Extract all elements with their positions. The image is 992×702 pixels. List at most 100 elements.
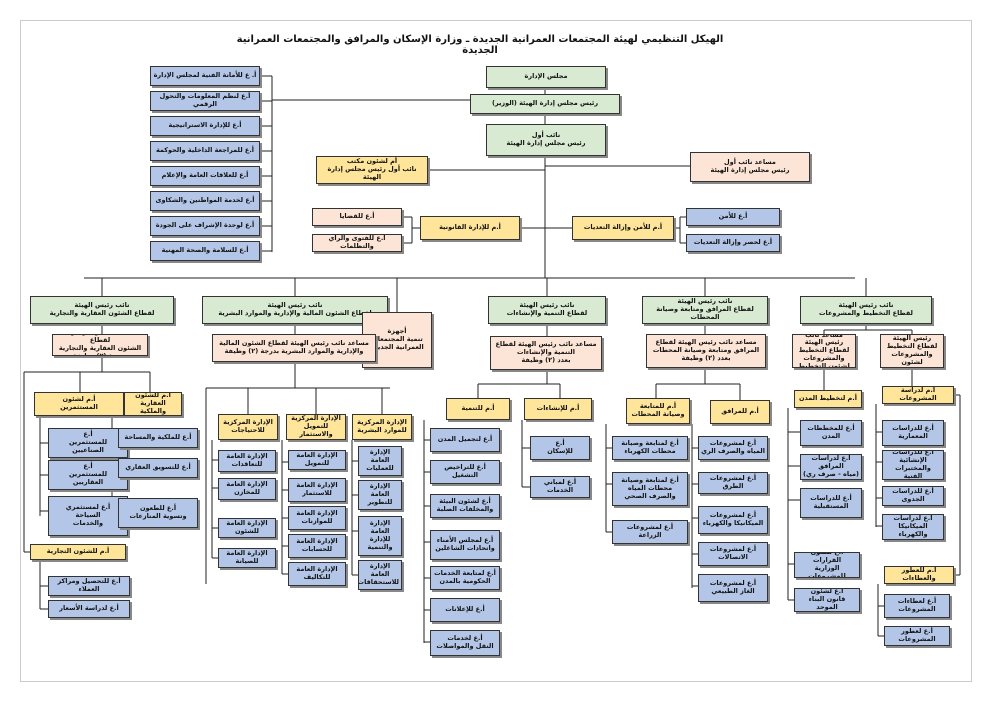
sector1-unit2-item-label: الإدارة العامة للعمليات xyxy=(366,448,394,472)
sector1-unit2-item: الإدارة العامة للعمليات xyxy=(358,446,402,476)
sector4-unit1-item-label: أ.ع لمشروعات الاتصالات xyxy=(709,545,757,561)
sector1-unit1-item-label: الإدارة العامة للتكاليف xyxy=(296,565,338,581)
left-stack-box-label: أ.ع لنظم المعلومات والتحول الرقمي xyxy=(159,92,251,108)
sector1-unit2-item: الإدارة العامة للاستحقاقات xyxy=(358,560,402,590)
sector4-unit1-item: أ.ع لمشروعات الطرق xyxy=(698,472,768,494)
sector5-unit0-item-label: أ.ع للدراسات المستقبلية xyxy=(810,494,852,510)
sector0-unit1-item-label: أ.ع للملكية والمساحة xyxy=(124,433,192,442)
sector0-unit1-item: أ.ع للملكية والمساحة xyxy=(118,428,198,448)
removal-box: أ.ع لحصر وإزالة التعديات xyxy=(686,234,780,252)
sector1-assistant-box-label: مساعد نائب رئيس الهيئة لقطاع الشئون الما… xyxy=(219,339,369,355)
sector5-unit2-item: أ.ع لعطور المشروعات xyxy=(884,626,950,646)
sector5-unit0-item-label: أ.ع لشئون القرارات الوزارية للمشروعات xyxy=(808,552,846,578)
sector0-unit2-box: أ.م للشئون التجارية xyxy=(30,544,126,560)
sector4-unit1-item: أ.ع لمشروعات الغاز الطبيعي xyxy=(698,574,768,602)
sector0-unit0-box-label: أ.م لشئون المستثمرين xyxy=(60,395,98,411)
left-stack-box-label: أ. ع للأمانة الفنية لمجلس الإدارة xyxy=(153,71,257,80)
sector5-unit1-item-label: أ.ع للدراسات الإنشائية والمختبرات الفنية xyxy=(892,450,934,480)
sector0-unit2-box-label: أ.م للشئون التجارية xyxy=(46,547,110,556)
left-stack-box-label: أ.ع لخدمة المواطنين والشكاوى xyxy=(155,196,255,205)
sector0-unit1-box: أ.م للشئون العقارية والملكية xyxy=(124,392,182,416)
sector5-unit1-item: أ.ع للدراسات الإنشائية والمختبرات الفنية xyxy=(882,450,944,480)
sector4-unit0-box-label: أ.م للمتابعة وصيانة المحطات xyxy=(631,402,685,418)
sector4-unit1-item-label: أ.ع لمشروعات الطرق xyxy=(709,474,757,490)
sector5-unit2-box-label: أ.م للعطور والعطاءات xyxy=(901,566,937,582)
sector1-unit1-item: الإدارة العامة للتكاليف xyxy=(288,562,346,586)
sector1-unit1-item-label: الإدارة العامة للتمويل xyxy=(296,451,338,467)
sector3-unit1-item: أ.ع لمباني الخدمات xyxy=(530,476,590,498)
sector3-assistant-box: مساعد نائب رئيس الهيئة لقطاع التنمية وال… xyxy=(490,336,602,370)
sector5-unit1-item: أ.ع للدراسات المعمارية xyxy=(882,420,944,446)
sector3-unit1-item: أ.ع للإسكان xyxy=(530,436,590,460)
sector1-unit2-item-label: الإدارة العامة للتطوير xyxy=(367,482,393,506)
legal-cases-box: أ.ع للقضايا xyxy=(312,208,402,226)
sector4-unit1-item-label: أ.ع لمشروعات الميكانيكا والكهرباء xyxy=(702,511,764,527)
sector3-unit0-item-label: أ.ع لمجلس الأمناء واتحادات الشاغلين xyxy=(435,536,495,552)
legal-main-box-label: أ.م للإدارة القانونية xyxy=(439,223,501,232)
sector3-unit0-item: أ.ع لتجميل المدن xyxy=(430,428,500,452)
sector5-assistant-a-box-label: مساعد نائب رئيس الهيئة لقطاع التخطيط وال… xyxy=(798,334,850,368)
sector0-unit1-item-label: أ.ع للتسويق العقاري xyxy=(125,463,191,472)
sector4-unit0-item-label: أ.ع لمتابعة وصيانة محطات الكهرباء xyxy=(621,439,679,455)
sector-head-box: نائب رئيس الهيئة لقطاع المرافق ومتابعة و… xyxy=(642,296,768,324)
sector3-unit0-item: أ.ع لمتابعة الخدمات الحكومية بالمدن xyxy=(430,566,500,590)
sector4-unit1-item: أ.ع لمشروعات الميكانيكا والكهرباء xyxy=(698,506,768,534)
sector0-unit2-item-label: أ.ع للتحصيل ومراكز العملاء xyxy=(57,577,121,593)
sector1-unit0-item: الإدارة العامة للتعاقدات xyxy=(218,450,276,472)
sector-head-box: نائب رئيس الهيئة لقطاع التخطيط والمشروعا… xyxy=(800,296,932,324)
left-stack-box-label: أ.ع للسلامة والصحة المهنية xyxy=(161,246,249,255)
sector1-unit1-item: الإدارة العامة للحسابات xyxy=(288,534,346,558)
sector4-assistant-box-label: مساعد نائب رئيس الهيئة لقطاع المرافق ومت… xyxy=(652,338,760,362)
legal-cases-box-label: أ.ع للقضايا xyxy=(339,212,375,221)
legal-fatwa-box: أ.ع للفتوى والرأي والتظلمات xyxy=(312,234,402,252)
security-main-box: أ.م للأمن وإزالة التعديات xyxy=(572,216,674,240)
sector0-unit1-box-label: أ.م للشئون العقارية والملكية xyxy=(135,392,171,415)
sector4-unit0-item-label: أ.ع لمشروعات الزراعة xyxy=(626,523,674,539)
sector3-unit0-item-label: أ.ع للتراخيص التشغيل xyxy=(444,463,486,479)
sector0-unit0-box: أ.م لشئون المستثمرين xyxy=(34,392,124,416)
sector0-unit0-item-label: أ.ع للمستثمرين العقاريين xyxy=(68,462,108,486)
left-stack-box: أ.ع للمراجعة الداخلية والحوكمة xyxy=(150,141,260,161)
left-stack-box: أ.ع للإدارة الاستراتيجية xyxy=(150,116,260,136)
vice-chairman-box-label: نائب أول رئيس مجلس إدارة الهيئة xyxy=(506,131,586,147)
sector5-unit2-item-label: أ.ع لعطور المشروعات xyxy=(898,627,936,643)
sector3-unit0-item: أ.ع لخدمات النقل والمواصلات xyxy=(430,630,500,656)
sector5-unit0-item: أ.ع لشئون قانون البناء الموحد xyxy=(794,588,860,612)
sector5-unit1-item-label: أ.ع لدراسات الميكانيكا والكهرباء xyxy=(893,514,933,538)
left-stack-box: أ. ع للأمانة الفنية لمجلس الإدارة xyxy=(150,66,260,86)
removal-box-label: أ.ع لحصر وإزالة التعديات xyxy=(693,238,773,247)
sector0-unit2-item-label: أ.ع لدراسة الأسعار xyxy=(59,604,119,613)
left-stack-box-label: أ.ع للإدارة الاستراتيجية xyxy=(168,121,242,130)
sector1-unit0-item-label: الإدارة العامة للمخازن xyxy=(226,480,268,496)
sector-head-box-label: نائب رئيس الهيئة لقطاع المرافق ومتابعة و… xyxy=(656,297,754,321)
sector1-unit-box: الإدارة المركزية للتمويل والاستثمار xyxy=(286,414,346,440)
vice-chairman-box: نائب أول رئيس مجلس إدارة الهيئة xyxy=(486,124,606,156)
sector3-unit0-item-label: أ.ع لتجميل المدن xyxy=(437,435,493,444)
sector0-unit2-item: أ.ع للتحصيل ومراكز العملاء xyxy=(48,576,130,596)
sector5-unit2-item-label: أ.ع لعطاءات المشروعات xyxy=(897,597,937,613)
sector5-unit0-item-label: أ.ع للمخططات المدن xyxy=(807,424,855,440)
left-stack-box: أ.ع لوحدة الإشراف على الجودة xyxy=(150,216,260,236)
sector5-assistant-b-box: مساعد نائب رئيس الهيئة لقطاع التخطيط وال… xyxy=(880,334,944,368)
sector-head-box-label: أجهزة تنمية المجتمعات العمرانية الجديدة xyxy=(370,327,424,351)
sector0-unit0-item: أ.ع للمستثمرين العقاريين xyxy=(48,460,128,490)
sector1-unit1-item: الإدارة العامة للموازنات xyxy=(288,506,346,530)
chairman-box: رئيس مجلس إدارة الهيئة (الوزير) xyxy=(470,94,620,114)
sector-head-box-label: نائب رئيس الهيئة لقطاع الشئون المالية وا… xyxy=(218,301,371,317)
sector0-unit0-item: أ.ع لمستثمري السياحة والخدمات xyxy=(48,496,128,536)
sector1-unit1-item: الإدارة العامة للاستثمار xyxy=(288,478,346,502)
sector5-unit1-item: أ.ع لدراسات الميكانيكا والكهرباء xyxy=(882,514,944,540)
sector0-unit2-item: أ.ع لدراسة الأسعار xyxy=(48,600,130,618)
sector5-unit0-item-label: أ.ع لشئون قانون البناء الموحد xyxy=(808,588,846,611)
sector5-unit2-item: أ.ع لعطاءات المشروعات xyxy=(884,594,950,618)
sector1-unit0-item-label: الإدارة العامة للصيانة xyxy=(226,549,268,565)
assistant-box-label: مساعد نائب أول رئيس مجلس إدارة الهيئة xyxy=(710,158,790,174)
assistant-box: مساعد نائب أول رئيس مجلس إدارة الهيئة xyxy=(690,152,810,182)
sector4-unit1-box-label: أ.م للمرافق xyxy=(721,407,759,416)
sector0-unit1-item-label: أ.ع للطعون وتسوية المنازعات xyxy=(129,504,187,520)
sector4-unit1-item-label: أ.ع لمشروعات الغاز الطبيعي xyxy=(709,579,757,595)
sector1-unit1-item-label: الإدارة العامة للاستثمار xyxy=(296,481,338,497)
sector1-unit0-item-label: الإدارة العامة للشئون xyxy=(226,519,268,535)
sector5-unit0-box-label: أ.م لتخطيط المدن xyxy=(798,394,858,403)
sector0-unit0-item: أ.ع للمستثمرين الصناعيين xyxy=(48,428,128,458)
